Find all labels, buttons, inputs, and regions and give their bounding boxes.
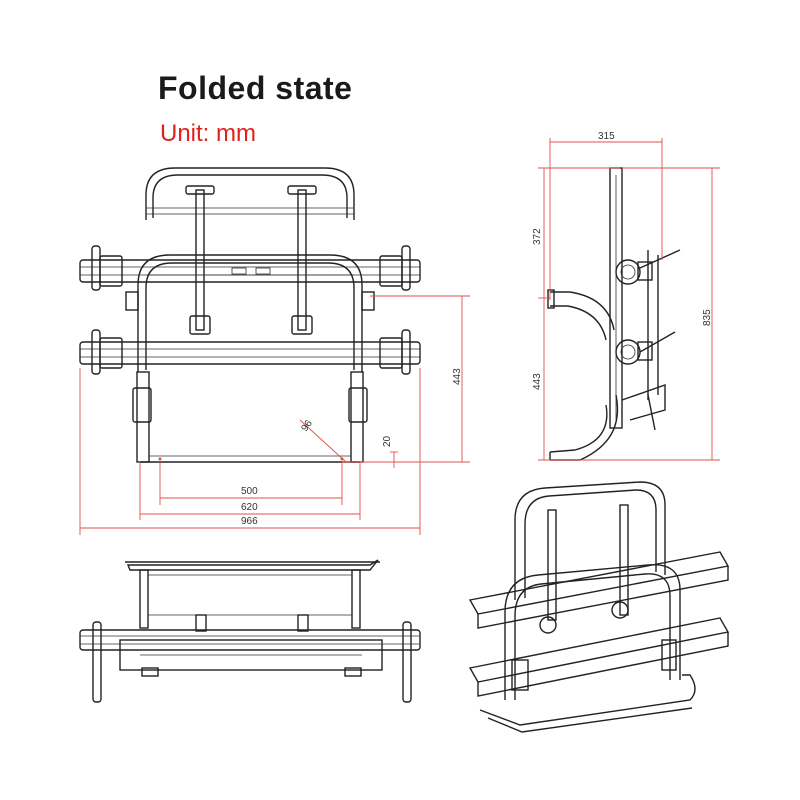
dim-443-front: 443 [452,368,463,385]
dim-966: 966 [241,516,258,527]
dim-500: 500 [241,486,258,497]
side-dimensions: 315 372 443 835 [532,131,720,461]
dim-372: 372 [532,228,543,245]
iso-view [468,481,730,733]
unit-label: Unit: mm [160,120,256,147]
dim-620: 620 [241,502,258,513]
dim-443-side: 443 [532,373,543,390]
front-view [79,167,421,463]
page-title: Folded state [158,70,353,106]
dim-315: 315 [598,131,615,142]
dim-835: 835 [702,309,713,326]
front-dimensions: 500 620 966 443 20 96 [79,295,470,535]
top-view [79,559,421,703]
dim-20: 20 [382,435,393,447]
side-view [547,167,681,461]
